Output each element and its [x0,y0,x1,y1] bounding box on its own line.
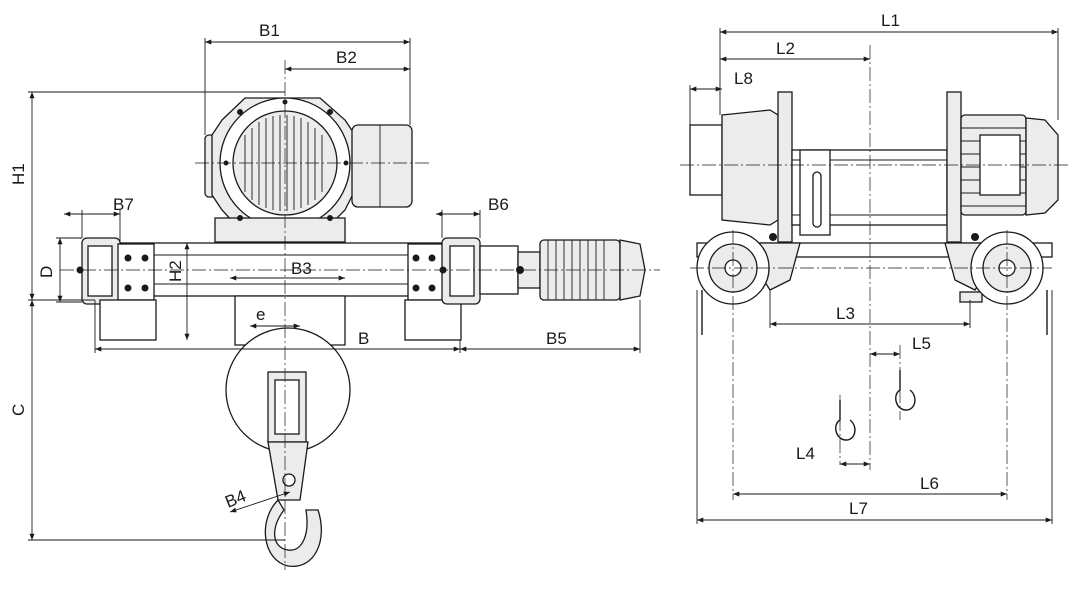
label-l3: L3 [836,304,855,323]
hook-positions [835,370,916,441]
label-b4: B4 [222,486,248,511]
left-end-truck [76,237,157,341]
label-l2: L2 [776,39,795,58]
label-b1: B1 [259,21,280,40]
label-d: D [37,266,56,278]
front-view-dimensions [689,28,1059,524]
label-l5: L5 [912,334,931,353]
side-view: B1 B2 H1 C D B7 B6 H2 B3 e B B5 B4 [9,21,660,570]
main-motor [204,97,413,243]
side-view-dimensions [28,38,641,541]
hook-block [225,295,351,567]
label-l6: L6 [920,474,939,493]
label-h1: H1 [9,163,28,185]
label-b5: B5 [546,329,567,348]
label-c: C [9,404,28,416]
label-l8: L8 [734,69,753,88]
label-b3: B3 [291,259,312,278]
label-l7: L7 [849,499,868,518]
label-e: e [256,305,265,324]
label-b2: B2 [336,48,357,67]
label-l4: L4 [796,444,815,463]
label-l1: L1 [881,11,900,30]
rope-drum [689,91,1059,243]
label-b7: B7 [113,195,134,214]
label-h2: H2 [166,260,185,282]
front-view: L1 L2 L8 L3 L5 L4 L6 L7 [680,11,1070,524]
label-b6: B6 [488,195,509,214]
carriage-frame [696,233,1053,335]
label-b: B [358,329,369,348]
right-end-truck [404,237,481,341]
